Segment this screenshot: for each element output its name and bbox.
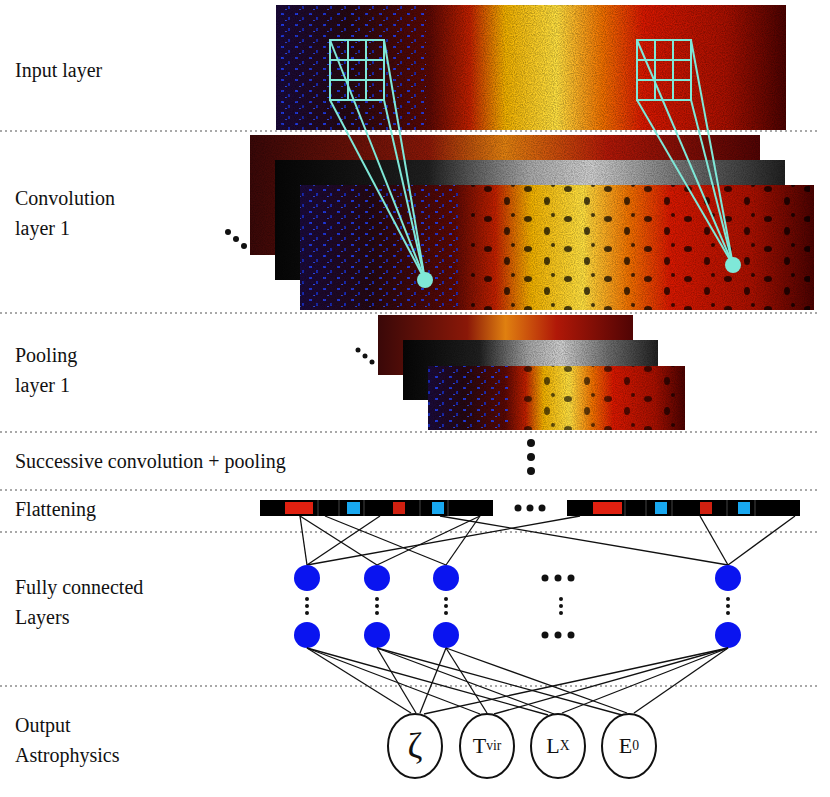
layer-label: Fully connected Layers [15,572,165,632]
output-parameter-circle: ζ [386,712,444,780]
layer-label: Output Astrophysics [15,710,140,770]
layer-label: Pooling layer 1 [15,340,110,400]
conv-feature-maps [250,135,814,310]
parameter-symbol: E0 [600,712,658,780]
kernel-output-dot [417,272,433,288]
output-parameter-circle: LX [529,712,587,780]
fc-neurons [294,565,741,648]
layer-label: Successive convolution + pooling [15,446,345,476]
layer-label: Flattening [15,494,215,524]
circle-outline [602,714,656,778]
layer-label: Convolution layer 1 [15,183,140,243]
fc-dots [305,575,730,639]
layer-label: Input layer [15,55,215,85]
stack-dots [225,229,375,365]
dense-connections [300,516,795,565]
input-map [276,5,786,130]
kernel-output-dot [725,257,741,273]
pooling-feature-maps [378,315,685,430]
circle-outline [460,714,514,778]
output-parameter-circle: E0 [600,712,658,780]
parameter-symbol: LX [529,712,587,780]
output-parameter-circle: Tvir [458,712,516,780]
flatten-vector [260,500,800,516]
vertical-dots [527,439,535,475]
parameter-symbol: Tvir [458,712,516,780]
circle-outline [531,714,585,778]
kernel-windows [330,40,733,280]
parameter-symbol: ζ [386,712,444,780]
output-connections [307,648,728,715]
